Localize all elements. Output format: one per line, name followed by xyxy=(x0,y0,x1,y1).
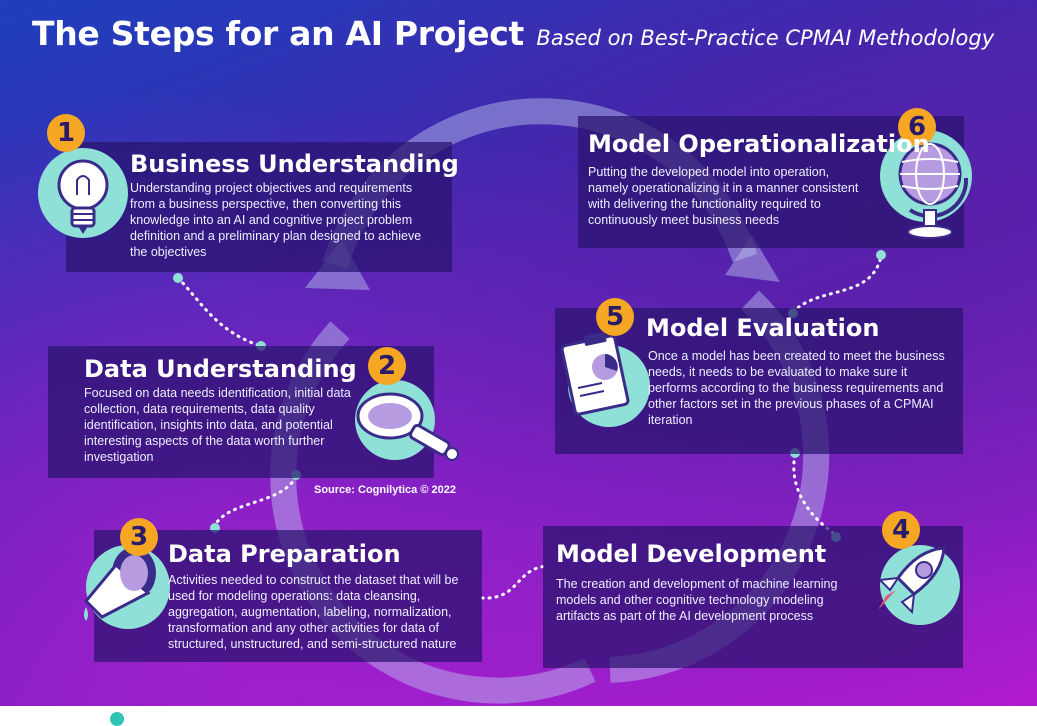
step-1-badge: 1 xyxy=(47,114,85,152)
step-4-badge: 4 xyxy=(882,511,920,549)
step-2-title: Data Understanding xyxy=(84,355,357,383)
step-3-description: Activities needed to construct the datas… xyxy=(168,573,459,651)
page-subtitle: Based on Best-Practice CPMAI Methodology xyxy=(536,26,995,50)
step-3-badge: 3 xyxy=(120,518,158,556)
globe-icon xyxy=(898,142,969,239)
step-1-title: Business Understanding xyxy=(130,150,459,178)
header: The Steps for an AI Project Based on Bes… xyxy=(32,14,994,53)
step-2-badge: 2 xyxy=(368,347,406,385)
step-1-card xyxy=(66,142,452,272)
clipboard-chart-icon xyxy=(560,332,630,416)
step-4-description: The creation and development of machine … xyxy=(556,577,838,623)
bottom-strip xyxy=(0,706,1037,722)
step-3-title: Data Preparation xyxy=(168,540,401,568)
magnifying-glass-icon xyxy=(356,392,459,461)
step-6-badge: 6 xyxy=(898,108,936,146)
step-4-title: Model Development xyxy=(556,540,827,568)
source-credit: Source: Cognilytica © 2022 xyxy=(314,484,456,496)
rocket-icon xyxy=(872,546,946,615)
step-5-title: Model Evaluation xyxy=(646,314,880,342)
step-1-description: Understanding project objectives and req… xyxy=(130,181,422,259)
step-2-description: Focused on data needs identification, in… xyxy=(84,386,351,464)
step-6-title: Model Operationalization xyxy=(588,130,930,158)
step-5-description: Once a model has been created to meet th… xyxy=(648,349,945,427)
infographic-canvas: The Steps for an AI Project Based on Bes… xyxy=(0,0,1037,706)
funnel-icon xyxy=(83,547,156,621)
footer-dot xyxy=(110,712,124,726)
page-title: The Steps for an AI Project xyxy=(32,14,524,53)
step-5-badge: 5 xyxy=(596,298,634,336)
step-6-description: Putting the developed model into operati… xyxy=(588,165,859,227)
lightbulb-icon xyxy=(57,159,109,234)
